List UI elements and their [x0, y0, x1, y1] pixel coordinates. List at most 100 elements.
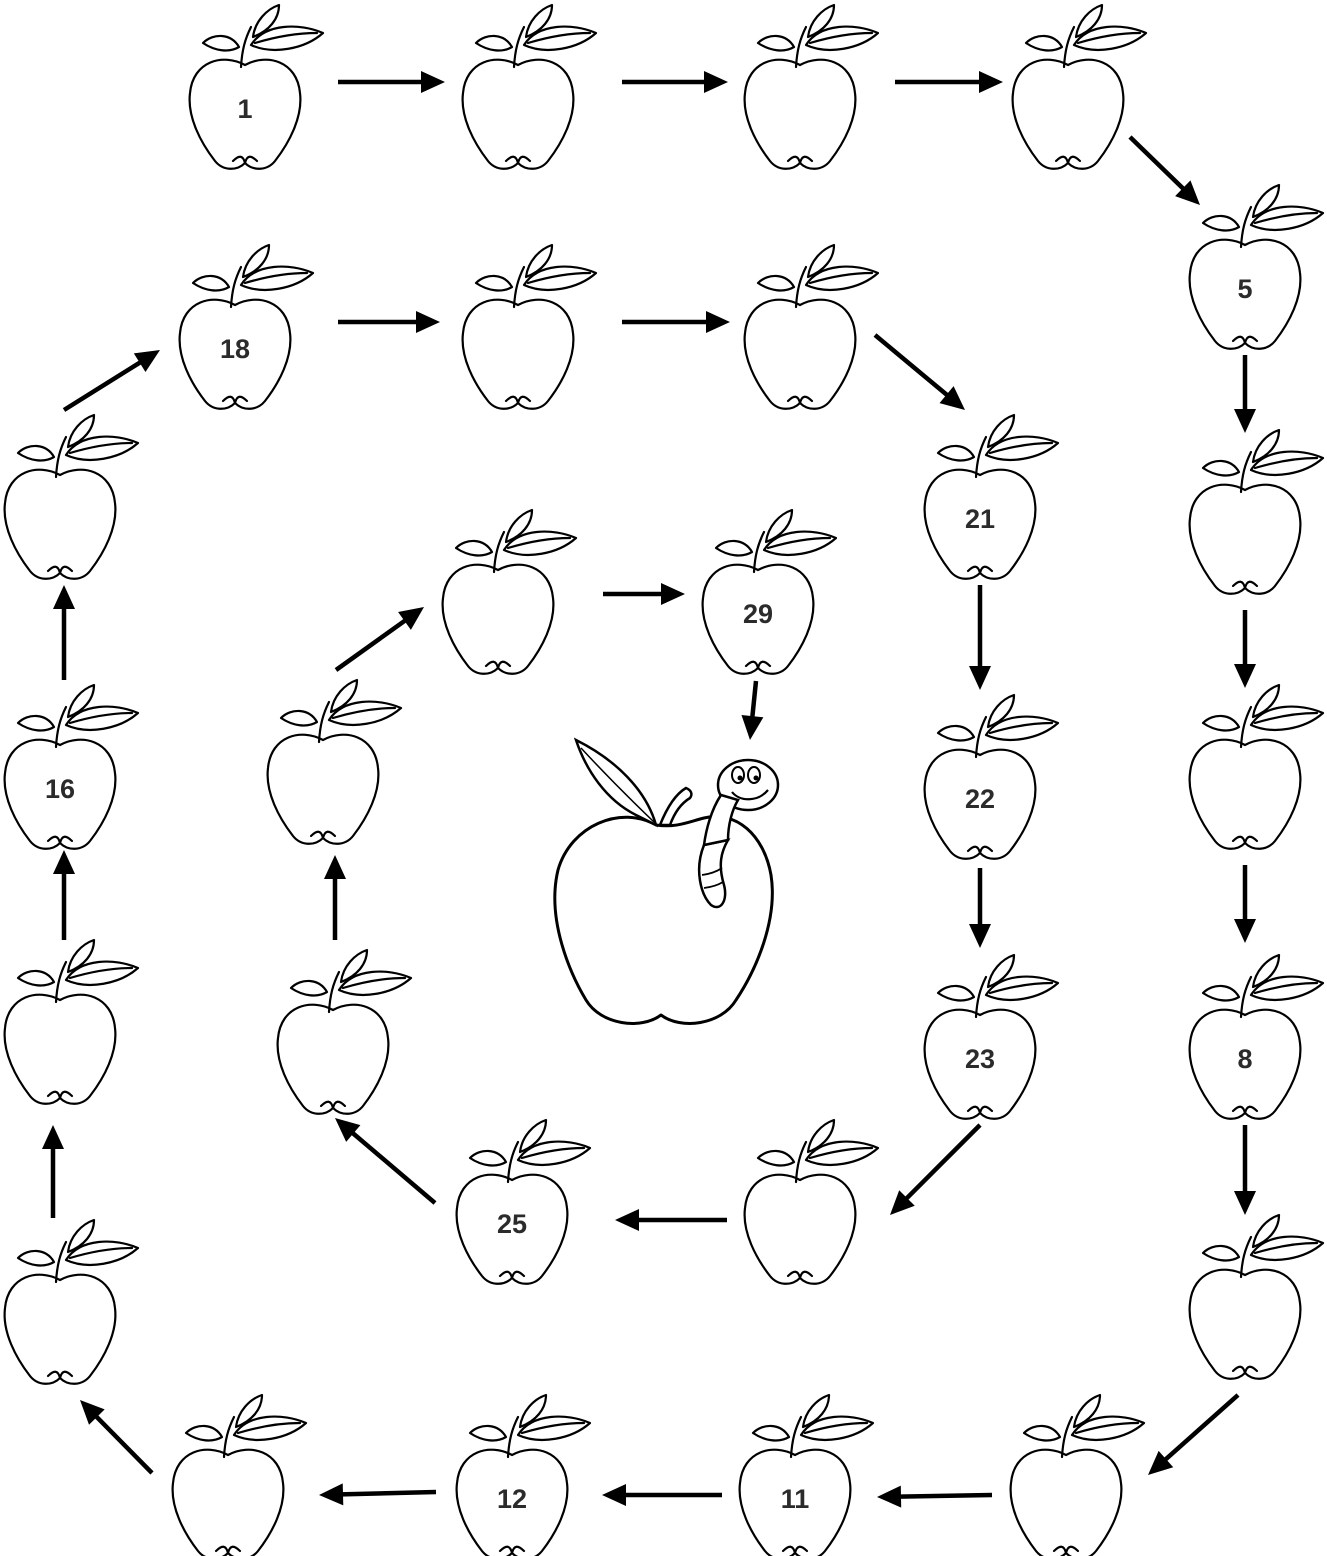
apple-leaf-top	[518, 1393, 548, 1429]
apple-leaf-left	[1022, 1424, 1062, 1442]
direction-arrow	[1234, 355, 1256, 433]
apple-leaf-left	[468, 1149, 508, 1167]
apple-leaf-left	[936, 984, 976, 1002]
apple-leaf-vein	[520, 1421, 586, 1435]
apple-node	[3, 938, 140, 1105]
arrow-head	[398, 607, 424, 630]
apple-leaf-top	[801, 1393, 831, 1429]
apple-stem	[1239, 1235, 1253, 1279]
apple-stem	[974, 975, 988, 1019]
apple-stem	[512, 265, 526, 309]
apple-leaf-top	[986, 953, 1016, 989]
apple-node	[743, 243, 880, 410]
apple-leaf-top	[66, 1218, 96, 1254]
apple-stem	[512, 25, 526, 69]
arrow-head	[324, 855, 346, 879]
apple-leaf-vein	[331, 706, 397, 720]
apple-leaf-vein	[68, 1246, 134, 1260]
worm-eye-left	[731, 766, 745, 784]
apple-number-label: 11	[781, 1484, 810, 1514]
apple-number-label: 29	[743, 599, 773, 629]
arrow-shaft	[93, 1414, 154, 1475]
apple-number-label: 12	[497, 1484, 527, 1514]
arrow-head	[319, 1483, 344, 1506]
apple-node: 22	[923, 693, 1060, 860]
apple-bottom-dimple	[1231, 835, 1259, 845]
apple-number-label: 22	[965, 784, 995, 814]
arrow-head	[42, 1125, 64, 1149]
apple-bottom-dimple	[46, 1090, 74, 1100]
apple-outline	[743, 298, 857, 410]
apple-stem	[239, 25, 253, 69]
apple-leaf-left	[751, 1424, 791, 1442]
apple-outline	[3, 993, 117, 1105]
apple-outline	[1009, 1448, 1123, 1556]
arrow-shaft	[1128, 135, 1186, 192]
direction-arrow	[1234, 865, 1256, 943]
apple-leaf-vein	[988, 721, 1054, 735]
apple-node: 1	[188, 3, 325, 170]
direction-arrow	[895, 71, 1003, 93]
worm-pupil	[753, 775, 759, 781]
apple-leaf-top	[66, 413, 96, 449]
direction-arrow	[1234, 1125, 1256, 1215]
arrow-head	[1234, 919, 1256, 943]
apple-leaf-top	[504, 508, 534, 544]
apple-outline	[441, 563, 555, 675]
worm-eye-right	[747, 766, 761, 784]
apple-node: 29	[701, 508, 838, 675]
apple-number-label: 25	[497, 1209, 527, 1239]
apple-stem	[1062, 25, 1076, 69]
apple-bottom-dimple	[966, 1105, 994, 1115]
apple-bottom-dimple	[319, 1100, 347, 1110]
apple-stem	[317, 700, 331, 744]
direction-arrow	[873, 333, 965, 410]
apple-bottom-dimple	[786, 155, 814, 165]
apple-leaf-vein	[526, 271, 592, 285]
apple-stem	[327, 970, 341, 1014]
apple-leaf-vein	[341, 976, 407, 990]
direction-arrow	[969, 868, 991, 948]
apple-outline	[3, 468, 117, 580]
apple-leaf-left	[474, 34, 514, 52]
arrow-head	[969, 924, 991, 948]
direction-arrow	[338, 71, 445, 93]
apple-node	[441, 508, 578, 675]
apple-leaf-top	[806, 243, 836, 279]
arrow-head	[416, 311, 440, 333]
apple-node	[1011, 3, 1148, 170]
direction-arrow	[741, 680, 764, 740]
apple-outline	[461, 298, 575, 410]
apple-leaf-top	[66, 938, 96, 974]
arrow-head	[615, 1209, 639, 1231]
apple-leaf-top	[1251, 953, 1281, 989]
apple-stem	[54, 1240, 68, 1284]
apple-node: 25	[455, 1118, 592, 1285]
direction-arrow	[324, 855, 346, 940]
apple-bottom-dimple	[1052, 1545, 1080, 1555]
apple-stem	[794, 265, 808, 309]
apple-leaf-vein	[1253, 981, 1319, 995]
apple-leaf-top	[806, 1118, 836, 1154]
arrow-head	[53, 585, 75, 609]
apple-stem	[222, 1415, 236, 1459]
apple-node: 12	[455, 1393, 592, 1556]
arrow-head	[741, 715, 764, 740]
apple-outline	[743, 1173, 857, 1285]
apple-bottom-dimple	[966, 845, 994, 855]
apple-node	[171, 1393, 308, 1556]
apple-leaf-vein	[1253, 1241, 1319, 1255]
apple-bottom-dimple	[214, 1545, 242, 1555]
apple-bottom-dimple	[231, 155, 259, 165]
apple-leaf-left	[201, 34, 241, 52]
apple-node	[1188, 1213, 1325, 1380]
arrow-head	[335, 1118, 361, 1142]
apple-node	[3, 1218, 140, 1385]
apple-outline	[1188, 483, 1302, 595]
apple-leaf-vein	[506, 536, 572, 550]
arrow-shaft	[340, 1489, 437, 1497]
apple-stem	[1239, 205, 1253, 249]
apple-number-label: 5	[1237, 274, 1252, 304]
apple-leaf-left	[756, 34, 796, 52]
big-apple-body	[553, 815, 774, 1025]
